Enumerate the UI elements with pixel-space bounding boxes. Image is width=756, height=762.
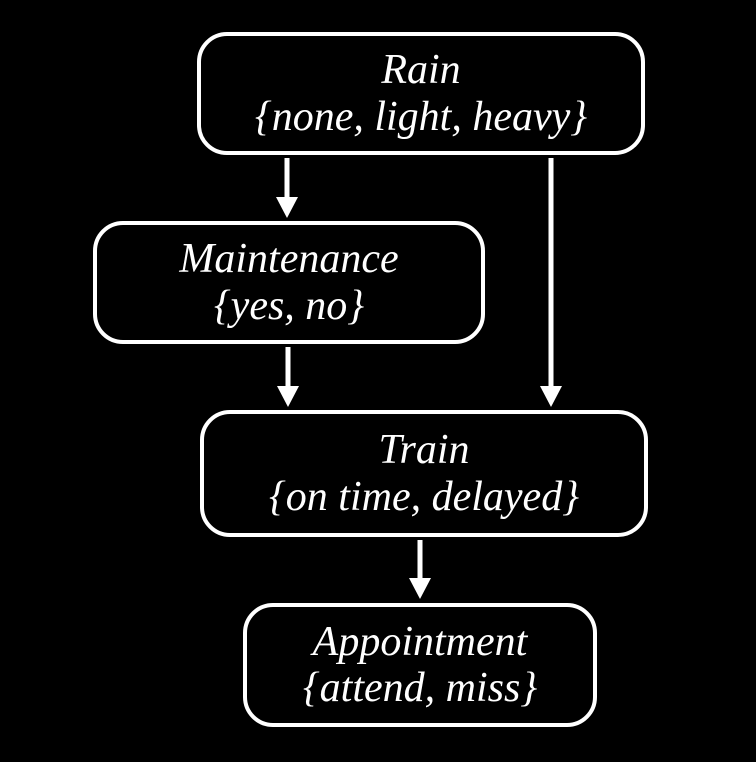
node-train-values: {on time, delayed} <box>269 473 579 520</box>
node-train: Train {on time, delayed} <box>200 410 648 537</box>
node-appointment-label: Appointment <box>312 618 528 665</box>
node-maintenance-label: Maintenance <box>179 236 399 283</box>
node-rain-values: {none, light, heavy} <box>254 93 588 140</box>
node-rain-label: Rain <box>381 47 461 94</box>
edge-rain-to-train-arrow <box>540 158 562 407</box>
node-appointment: Appointment {attend, miss} <box>243 603 597 727</box>
node-appointment-values: {attend, miss} <box>302 665 538 711</box>
node-train-label: Train <box>378 427 470 474</box>
node-maintenance-values: {yes, no} <box>213 282 365 329</box>
edge-train-to-appointment-arrow <box>409 540 431 599</box>
edge-rain-to-maintenance-arrow <box>276 158 298 218</box>
node-maintenance: Maintenance {yes, no} <box>93 221 485 344</box>
node-rain: Rain {none, light, heavy} <box>197 32 645 155</box>
edge-maintenance-to-train-arrow <box>277 347 299 407</box>
